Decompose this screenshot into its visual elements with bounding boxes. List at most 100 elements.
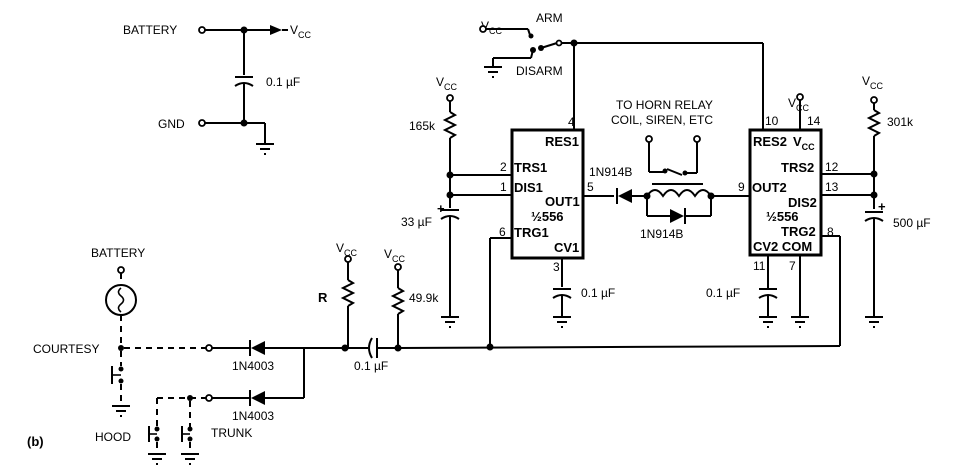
svg-text:13: 13 bbox=[825, 180, 839, 194]
svg-text:10: 10 bbox=[765, 114, 779, 128]
input-section: BATTERY COURTESY 1N4003 bbox=[27, 246, 345, 465]
junction-dot bbox=[486, 343, 494, 351]
figure-label: (b) bbox=[27, 434, 44, 449]
diode-1n914b-bottom-icon bbox=[670, 208, 686, 224]
svg-text:7: 7 bbox=[789, 259, 796, 273]
svg-text:11: 11 bbox=[753, 259, 766, 273]
disarm-label: DISARM bbox=[516, 64, 563, 78]
arm-label: ARM bbox=[536, 11, 563, 25]
svg-text:TRG1: TRG1 bbox=[514, 225, 549, 240]
relay-label-line1: TO HORN RELAY bbox=[616, 98, 713, 112]
gnd-label: GND bbox=[158, 117, 185, 131]
svg-text:TRUNK: TRUNK bbox=[211, 426, 252, 440]
diode-1n4003-courtesy-icon bbox=[249, 340, 265, 356]
svg-text:6: 6 bbox=[499, 225, 506, 239]
resistor-r-icon bbox=[340, 279, 356, 307]
svg-text:14: 14 bbox=[807, 114, 821, 128]
resistor-49k9-icon bbox=[390, 287, 406, 315]
svg-text:VCC: VCC bbox=[384, 247, 406, 264]
svg-text:HOOD: HOOD bbox=[95, 430, 131, 444]
resistor-301k-icon bbox=[866, 109, 882, 137]
svg-text:VCC: VCC bbox=[862, 74, 884, 91]
svg-text:OUT1: OUT1 bbox=[545, 194, 580, 209]
svg-text:12: 12 bbox=[825, 160, 839, 174]
diode-1n4003-hood-icon bbox=[249, 390, 265, 406]
svg-text:500 µF: 500 µF bbox=[893, 216, 931, 230]
diode-1n914b-top-icon bbox=[616, 188, 632, 204]
svg-text:RES2: RES2 bbox=[753, 134, 787, 149]
svg-text:COURTESY: COURTESY bbox=[33, 342, 99, 356]
svg-text:1N4003: 1N4003 bbox=[232, 359, 274, 373]
vcc-label: VCC bbox=[290, 23, 312, 40]
relay-coil-icon bbox=[646, 189, 712, 198]
ground-icon bbox=[865, 316, 883, 328]
svg-text:0.1 µF: 0.1 µF bbox=[706, 286, 740, 300]
svg-text:VCC: VCC bbox=[793, 134, 815, 152]
svg-text:R: R bbox=[318, 290, 328, 305]
svg-text:CV2 COM: CV2 COM bbox=[753, 239, 812, 254]
vcc-terminal bbox=[479, 25, 487, 33]
svg-text:49.9k: 49.9k bbox=[409, 291, 439, 305]
svg-text:1N914B: 1N914B bbox=[589, 165, 632, 179]
trunk-switch-icon[interactable] bbox=[181, 426, 193, 442]
svg-text:VCC: VCC bbox=[788, 96, 810, 113]
ground-icon bbox=[148, 453, 166, 465]
svg-text:+: + bbox=[878, 199, 886, 214]
battery-terminal bbox=[198, 26, 206, 34]
junction-dot bbox=[118, 345, 124, 351]
arm-disarm-switch[interactable]: VCC ARM DISARM bbox=[479, 11, 578, 78]
svg-text:BATTERY: BATTERY bbox=[91, 246, 145, 260]
svg-text:8: 8 bbox=[827, 225, 834, 239]
ground-icon bbox=[256, 143, 274, 155]
timer-ic-2: 10 14 RES2 VCC TRS2 12 9 OUT2 13 DIS2 ½5… bbox=[738, 114, 839, 273]
courtesy-door-switch-icon[interactable] bbox=[111, 366, 124, 384]
resistor-165k-icon bbox=[442, 111, 458, 139]
svg-text:1N914B: 1N914B bbox=[640, 227, 683, 241]
ground-icon bbox=[441, 316, 459, 328]
svg-text:VCC: VCC bbox=[436, 75, 458, 92]
c33uf-label: 33 µF bbox=[401, 215, 432, 229]
vcc-arrow-icon bbox=[270, 25, 282, 35]
svg-text:DIS1: DIS1 bbox=[514, 180, 543, 195]
timing-network-1: VCC 165k + 33 µF bbox=[401, 75, 512, 328]
svg-text:3: 3 bbox=[553, 260, 560, 274]
svg-text:301k: 301k bbox=[887, 115, 914, 129]
svg-text:5: 5 bbox=[587, 180, 594, 194]
svg-text:OUT2: OUT2 bbox=[752, 180, 787, 195]
ground-icon bbox=[112, 405, 130, 417]
ground-icon bbox=[484, 66, 502, 78]
svg-text:DIS2: DIS2 bbox=[788, 195, 817, 210]
trigger-network: VCC R 0.1 µF VCC 49.9k bbox=[318, 241, 439, 373]
arm-contact bbox=[528, 33, 534, 39]
svg-text:+: + bbox=[437, 201, 445, 216]
hood-switch-icon[interactable] bbox=[148, 426, 160, 442]
relay-output-section: 1N914B 1N914B TO HORN RELAY COIL, SIREN,… bbox=[583, 98, 750, 241]
svg-text:CV1: CV1 bbox=[554, 240, 579, 255]
r165k-label: 165k bbox=[409, 119, 436, 133]
svg-text:TRS2: TRS2 bbox=[781, 160, 814, 175]
timing-network-2: VCC 301k + 500 µF bbox=[821, 74, 931, 328]
supply-battery-label: BATTERY bbox=[123, 23, 177, 37]
svg-text:RES1: RES1 bbox=[545, 134, 579, 149]
timer-ic-1: 4 RES1 2 TRS1 1 DIS1 5 OUT1 ½556 6 TRG1 … bbox=[499, 115, 594, 274]
cv1-capacitor: 0.1 µF bbox=[552, 258, 615, 328]
ground-icon bbox=[553, 316, 571, 328]
svg-text:9: 9 bbox=[738, 180, 745, 194]
svg-text:0.1 µF: 0.1 µF bbox=[581, 286, 615, 300]
svg-text:½556: ½556 bbox=[766, 209, 799, 224]
junction-dot bbox=[240, 119, 248, 127]
relay-contact-lever bbox=[666, 168, 683, 176]
relay-label-line2: COIL, SIREN, ETC bbox=[611, 113, 713, 127]
ic1-body bbox=[510, 128, 585, 260]
svg-text:2: 2 bbox=[500, 160, 507, 174]
svg-text:1N4003: 1N4003 bbox=[232, 409, 274, 423]
trigger-bus-wire bbox=[397, 345, 841, 349]
svg-text:½556: ½556 bbox=[531, 209, 564, 224]
gnd-terminal bbox=[198, 119, 206, 127]
supply-section: BATTERY VCC 0.1 µF GND bbox=[123, 23, 312, 155]
ic2-body bbox=[748, 128, 823, 257]
svg-text:TRG2: TRG2 bbox=[781, 224, 816, 239]
svg-text:1: 1 bbox=[500, 180, 507, 194]
decoupling-cap-label: 0.1 µF bbox=[266, 75, 300, 89]
